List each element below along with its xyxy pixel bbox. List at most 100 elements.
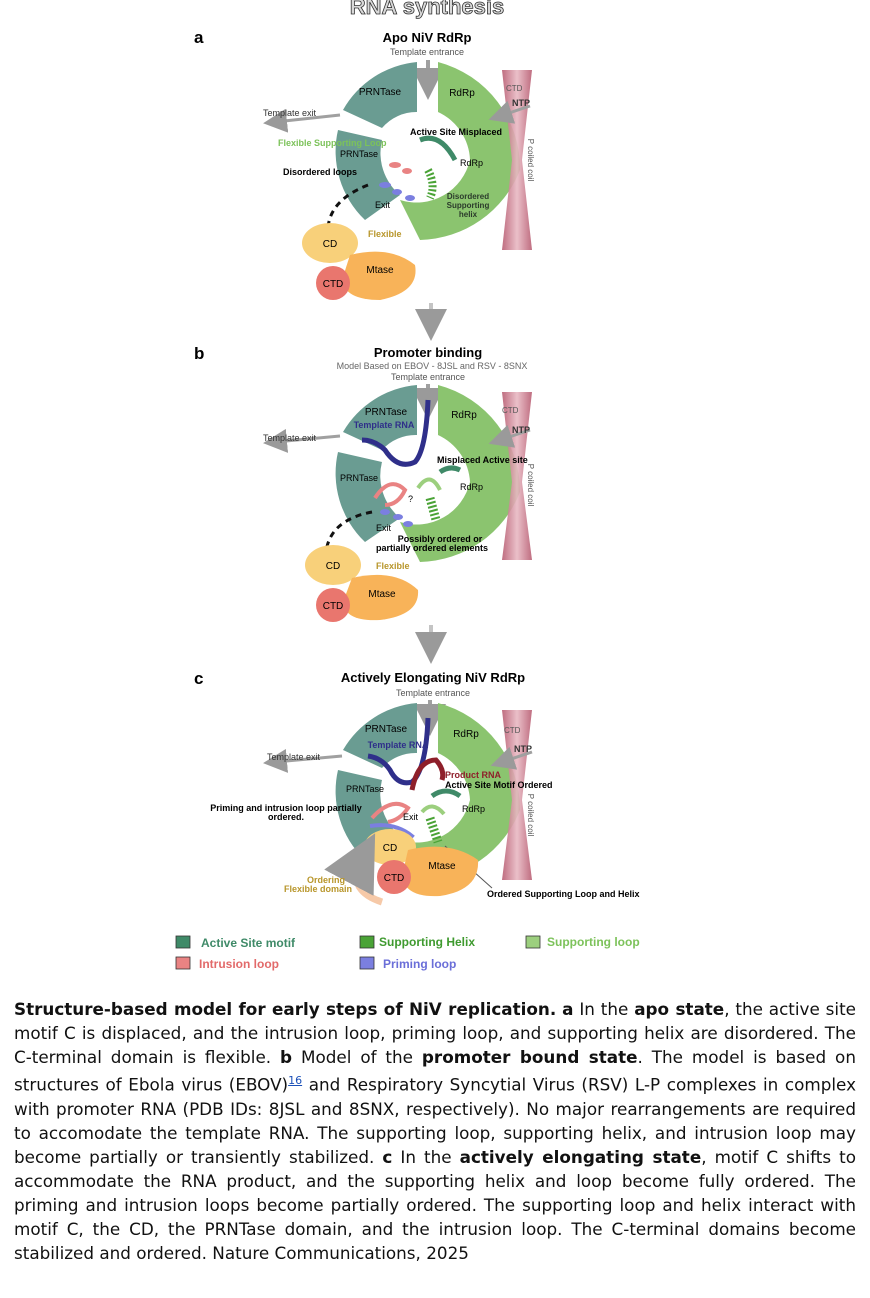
rdrp-inner-label: RdRp	[460, 482, 483, 492]
coiled-label: P coiled coil	[526, 794, 535, 837]
active-site-label: Active Site Motif Ordered	[445, 780, 553, 790]
product-rna	[409, 757, 446, 791]
active-site-motif	[438, 465, 462, 475]
template-rna-label: Template RNA	[368, 740, 429, 750]
panel-c: c Actively Elongating NiV RdRp Template …	[194, 669, 640, 906]
possibly-ordered-label: Possibly ordered or	[398, 534, 483, 544]
legend: Active Site motif Supporting Helix Suppo…	[175, 935, 640, 971]
flexible-label: Flexible	[376, 561, 410, 571]
ntp-label: NTP	[514, 744, 532, 754]
prntase-inner-label: PRNTase	[346, 784, 384, 794]
template-exit-arrow	[263, 748, 343, 773]
prntase-domain	[343, 62, 417, 128]
exit-label: Exit	[376, 523, 392, 533]
exit-label: Exit	[403, 812, 419, 822]
priming-loop-fragment	[405, 195, 415, 201]
template-entrance-label: Template entrance	[390, 47, 464, 57]
ctd-label: CTD	[323, 601, 344, 612]
priming-label: Priming and intrusion loop partially	[210, 803, 362, 813]
coiled-label: P coiled coil	[526, 139, 535, 182]
ntp-arrow	[490, 746, 533, 770]
active-site-label: Active Site Misplaced	[410, 127, 502, 137]
mtase-label: Mtase	[368, 589, 396, 600]
caption-lead: Structure-based model for early steps of…	[14, 999, 557, 1019]
ordering-label-2: Flexible domain	[284, 884, 352, 894]
ctd-label: CTD	[323, 279, 344, 290]
mtase-label: Mtase	[366, 265, 394, 276]
caption-text: and Respiratory Syncytial Virus (RSV) L-…	[14, 1074, 856, 1167]
ntp-label: NTP	[512, 425, 530, 435]
mtase-domain	[342, 251, 416, 300]
cd-label: CD	[383, 843, 397, 854]
panel-letter: c	[194, 669, 203, 688]
possibly-ordered-label-2: partially ordered elements	[376, 543, 488, 553]
caption-text: In the	[400, 1146, 452, 1167]
legend-label-priming-loop: Priming loop	[383, 957, 456, 971]
caption-letter-b: b	[280, 1047, 293, 1067]
prntase-label: PRNTase	[365, 407, 408, 418]
template-rna-label: Template RNA	[354, 420, 415, 430]
exit-label: Exit	[375, 200, 391, 210]
prntase-inner-label: PRNTase	[340, 149, 378, 159]
rdrp-label: RdRp	[453, 729, 479, 740]
legend-label-intrusion-loop: Intrusion loop	[199, 957, 279, 971]
reference-link[interactable]: 16	[288, 1074, 303, 1087]
replication-model-figure: RNA synthesis a Apo NiV RdRp Template en…	[175, 0, 640, 971]
rdrp-label: RdRp	[449, 88, 475, 99]
panel-title: Apo NiV RdRp	[383, 30, 472, 45]
intrusion-loop-fragment	[389, 162, 401, 168]
mtase-domain	[402, 846, 479, 897]
template-exit-label: Template exit	[263, 108, 317, 118]
caption-bold: actively elongating state	[459, 1146, 702, 1167]
priming-loop-fragment	[403, 521, 413, 527]
legend-swatch-priming-loop	[359, 956, 375, 970]
template-exit-label: Template exit	[263, 433, 317, 443]
intrusion-loop-fragment	[402, 168, 412, 174]
rdrp-label: RdRp	[451, 410, 477, 421]
flexible-loop-label: Flexible Supporting Loop	[278, 138, 387, 148]
supporting-loop	[420, 804, 446, 816]
cd-domain	[364, 829, 416, 865]
prntase-domain-lower	[335, 130, 400, 220]
disordered-helix-label-3: helix	[459, 210, 478, 219]
rdrp-domain	[400, 703, 521, 880]
ctd-label: CTD	[384, 873, 405, 884]
caption-text: . The model is based on structures of Eb…	[14, 1047, 856, 1095]
caption-text: , the active site motif C is displaced, …	[14, 999, 856, 1067]
template-rna	[361, 399, 431, 467]
supporting-loop	[416, 477, 442, 491]
legend-swatch-supporting-helix	[359, 935, 375, 949]
mtase-label: Mtase	[428, 861, 456, 872]
disordered-loops-label: Disordered loops	[283, 167, 357, 177]
ctd-top-label: CTD	[504, 726, 521, 735]
ntp-label: NTP	[512, 98, 530, 108]
ctd-top-label: CTD	[506, 84, 523, 93]
template-exit-arrow	[263, 428, 341, 453]
legend-swatch-supporting-loop	[525, 935, 541, 949]
question-mark: ?	[408, 494, 413, 504]
cd-domain	[305, 545, 361, 585]
caption-text: Model of the	[301, 1047, 413, 1067]
active-site-label: Misplaced Active site	[437, 455, 528, 465]
intrusion-loop	[370, 801, 411, 824]
panel-subtitle: Model Based on EBOV - 8JSL and RSV - 8SN…	[337, 361, 528, 371]
priming-loop-fragment	[393, 514, 403, 520]
template-rna	[367, 717, 431, 786]
legend-swatch-intrusion-loop	[175, 956, 191, 970]
prntase-domain-lower	[335, 452, 400, 542]
priming-loop-fragment	[392, 189, 402, 195]
supporting-helix	[425, 816, 443, 844]
caption-letter-c: c	[382, 1146, 393, 1167]
ordering-label: Ordering	[307, 875, 345, 885]
legend-label-active-site: Active Site motif	[201, 936, 296, 950]
ordered-support-label: Ordered Supporting Loop and Helix	[487, 889, 640, 899]
panel-title: Actively Elongating NiV RdRp	[341, 670, 525, 685]
disordered-helix-label: Disordered	[447, 192, 489, 201]
template-exit-label: Template exit	[267, 752, 321, 762]
priming-label-2: ordered.	[268, 812, 304, 822]
figure-title: RNA synthesis	[350, 0, 504, 19]
template-entrance-label: Template entrance	[391, 372, 465, 382]
ordering-arrow	[324, 833, 384, 906]
panel-title: Promoter binding	[374, 345, 482, 360]
coiled-label: P coiled coil	[526, 464, 535, 507]
